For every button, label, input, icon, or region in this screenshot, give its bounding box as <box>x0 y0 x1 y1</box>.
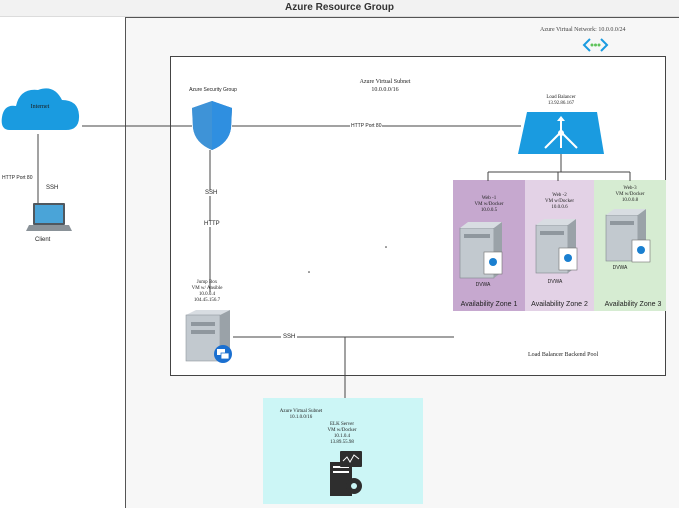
laptop-icon <box>26 203 72 231</box>
elk-subnet-title: Azure Virtual Subnet <box>279 409 323 414</box>
web1-name: Web -1 <box>481 196 497 201</box>
web3-name: Web-3 <box>623 186 637 191</box>
web3-app: DVWA <box>612 265 628 271</box>
elk-title: ELK Server <box>329 422 355 427</box>
backend-pool-label: Load Balancer Backend Pool <box>528 352 599 358</box>
web2-ip: 10.0.0.6 <box>551 205 568 210</box>
web1-subtitle: VM w/Docker <box>474 202 504 207</box>
client-port-label: HTTP Port 80 <box>2 175 33 181</box>
security-group-label: Azure Security Group <box>189 87 237 93</box>
subnet-range: 10.0.0.0/16 <box>371 87 399 93</box>
jumpbox-ip-public: 104.45.156.7 <box>193 298 221 303</box>
diagram-title: Azure Resource Group <box>0 0 679 17</box>
web2-name: Web -2 <box>552 193 567 198</box>
http-vertical-label: HTTP <box>204 221 220 227</box>
load-balancer-ip: 13.92.86.167 <box>547 101 575 106</box>
web2-app: DVWA <box>547 279 563 285</box>
web1-ip: 10.0.0.5 <box>480 208 498 213</box>
jumpbox-ip-private: 10.0.0.4 <box>198 292 216 297</box>
jumpbox-title: Jump Box <box>196 280 218 285</box>
web-server-3-icon <box>605 209 651 263</box>
jumpbox-server-icon <box>185 310 232 363</box>
zone2-label: Availability Zone 2 <box>531 301 588 308</box>
http-port-label: HTTP Port 80 <box>350 123 383 129</box>
stray-dot <box>385 246 387 248</box>
client-label: Client <box>35 237 51 243</box>
zone1-label: Availability Zone 1 <box>460 301 518 308</box>
web-server-1-icon <box>459 222 503 279</box>
internet-cloud-icon <box>1 88 80 130</box>
shield-icon <box>192 101 232 150</box>
elk-subtitle: VM w/Docker <box>327 428 357 433</box>
ssh-vertical-label: SSH <box>205 190 218 196</box>
web3-ip: 10.0.0.8 <box>621 198 639 203</box>
elk-ip-private: 10.1.0.4 <box>333 434 351 439</box>
vnet-label: Azure Virtual Network: 10.0.0.0/24 <box>540 27 626 33</box>
elk-monitor-server-icon <box>330 451 362 496</box>
web-server-2-icon <box>535 219 578 274</box>
jumpbox-subtitle: VM w/ Ansible <box>191 286 223 291</box>
elk-subnet-range: 10.1.0.0/16 <box>289 415 313 420</box>
vnet-icon <box>582 38 609 52</box>
stray-dot <box>308 271 310 273</box>
ssh-horizontal-label: SSH <box>281 334 298 340</box>
subnet-title: Azure Virtual Subnet <box>359 79 411 85</box>
web2-subtitle: VM w/Docker <box>544 199 575 204</box>
zone3-label: Availability Zone 3 <box>604 301 662 308</box>
web3-subtitle: VM w/Docker <box>615 192 645 197</box>
web1-app: DVWA <box>475 282 491 288</box>
elk-ip-public: 13.89.55.98 <box>330 440 354 445</box>
load-balancer-icon <box>518 112 604 154</box>
internet-label: Internet <box>30 104 50 110</box>
load-balancer-title: Load Balancer <box>546 95 576 100</box>
client-ssh-label: SSH <box>46 185 59 191</box>
